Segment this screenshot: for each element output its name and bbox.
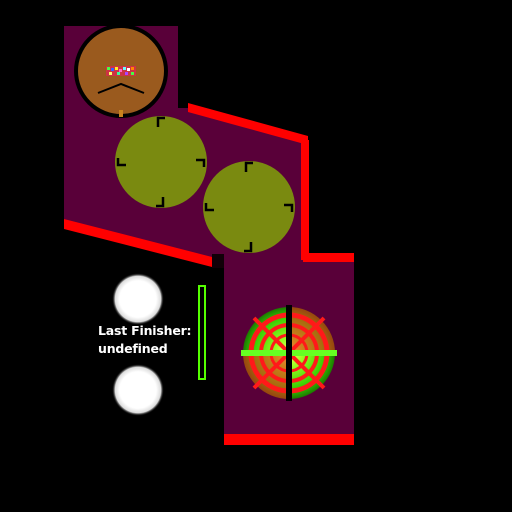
corner-bracket-icon [204, 203, 214, 212]
last-finisher-label: Last Finisher: [98, 323, 192, 338]
level-walls [64, 103, 354, 445]
bumper-disc [115, 116, 207, 208]
player-eye-pixels [107, 67, 134, 75]
corner-bracket-icon [196, 158, 206, 167]
wall-left-diagonal [64, 219, 212, 267]
corner-bracket-icon [284, 203, 294, 212]
corner-bracket-icon [244, 242, 253, 253]
wall-dark-post [212, 254, 224, 268]
player-mouth [97, 82, 145, 94]
corner-bracket-icon [156, 197, 165, 208]
corner-bracket-icon [116, 158, 126, 167]
last-finisher-value: undefined [98, 341, 168, 356]
wall-right-vertical [301, 140, 309, 260]
player-character[interactable] [74, 24, 168, 118]
wall-upper-diagonal [188, 103, 308, 145]
white-ball-top [112, 273, 164, 325]
corner-bracket-icon [156, 116, 165, 127]
goal-target-icon [241, 305, 337, 401]
player-stem [119, 110, 123, 117]
wall-lower-ledge [303, 253, 354, 262]
white-ball-bottom [112, 364, 164, 416]
corner-bracket-icon [244, 161, 253, 172]
wall-bottom [224, 434, 354, 445]
goal-vertical-bar [286, 305, 292, 401]
bumper-2 [203, 161, 295, 253]
power-bar-outline [198, 285, 206, 380]
hud-left-panel [112, 273, 206, 416]
bumper-1 [115, 116, 207, 208]
bumper-disc [203, 161, 295, 253]
